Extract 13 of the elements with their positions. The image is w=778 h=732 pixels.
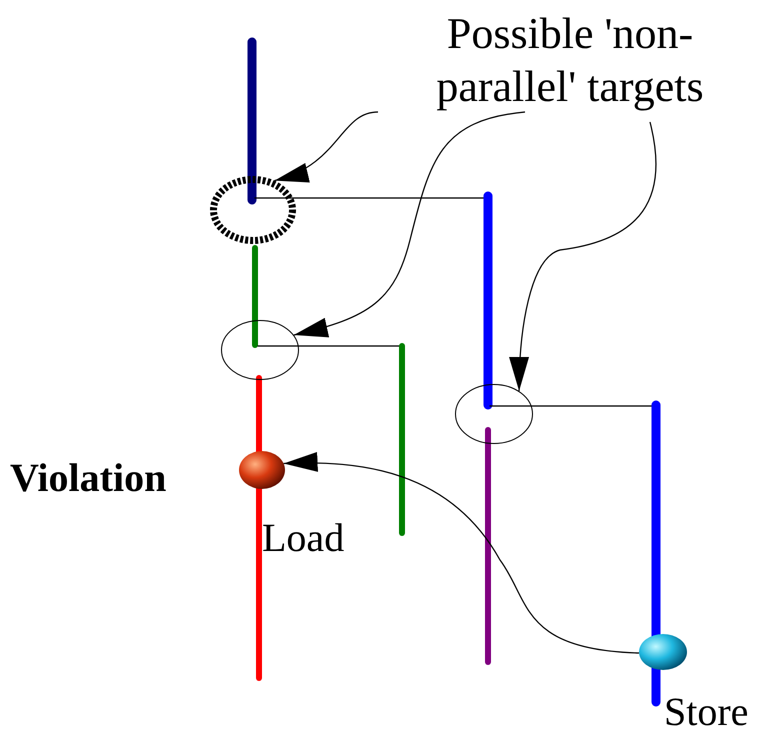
arrow: [284, 452, 640, 654]
ellipse-marker: [221, 320, 299, 380]
event-label: Load: [262, 516, 344, 560]
violation-label: Violation: [10, 456, 166, 500]
load-ball: [239, 451, 285, 489]
circle-marker: [210, 176, 296, 244]
ellipse-marker: [455, 384, 533, 444]
leader-line: [274, 111, 378, 184]
callout-text: Possible 'non-parallel' targets: [435, 8, 705, 113]
leader-line: [294, 111, 526, 340]
store-ball: [639, 634, 687, 670]
leader-line: [509, 122, 656, 391]
event-label: Store: [664, 690, 748, 732]
